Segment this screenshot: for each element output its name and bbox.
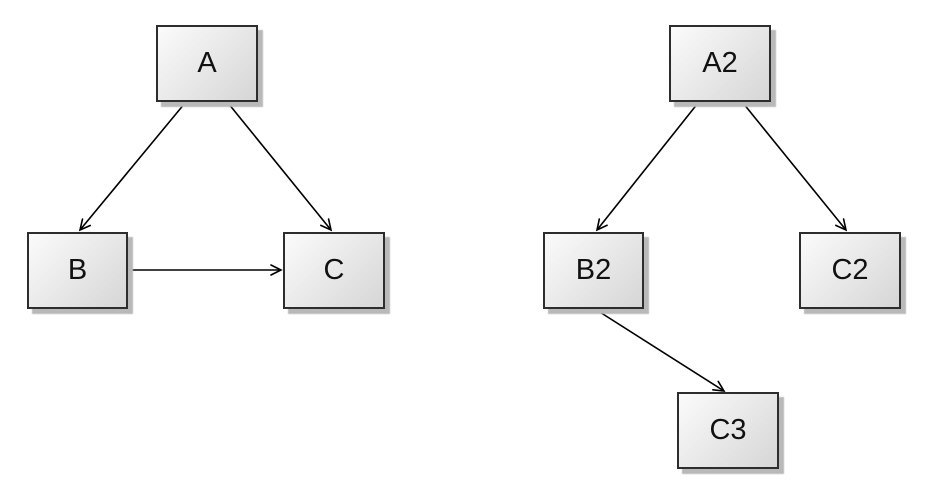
node-label: C3 xyxy=(709,414,747,446)
node-label: A2 xyxy=(702,47,738,79)
tree-graph-edges xyxy=(594,102,848,392)
edge-A-to-B[interactable] xyxy=(78,102,186,232)
node-label: B2 xyxy=(575,254,612,286)
triangle-graph-edges xyxy=(78,102,333,276)
edge-B2-to-C3[interactable] xyxy=(594,308,726,392)
node-B[interactable]: B xyxy=(27,232,128,309)
edge-A2-to-C2[interactable] xyxy=(742,102,848,232)
node-label: B xyxy=(67,254,88,286)
node-C[interactable]: C xyxy=(283,232,385,309)
node-A[interactable]: A xyxy=(156,25,258,102)
node-B2[interactable]: B2 xyxy=(543,232,644,309)
node-C2[interactable]: C2 xyxy=(799,232,901,309)
node-label: C xyxy=(323,254,345,286)
edge-A2-to-B2[interactable] xyxy=(595,102,699,232)
node-label: A xyxy=(197,47,217,79)
node-label: C2 xyxy=(831,254,869,286)
edge-A-to-C[interactable] xyxy=(227,102,333,232)
node-C3[interactable]: C3 xyxy=(677,392,779,469)
node-A2[interactable]: A2 xyxy=(669,25,771,102)
